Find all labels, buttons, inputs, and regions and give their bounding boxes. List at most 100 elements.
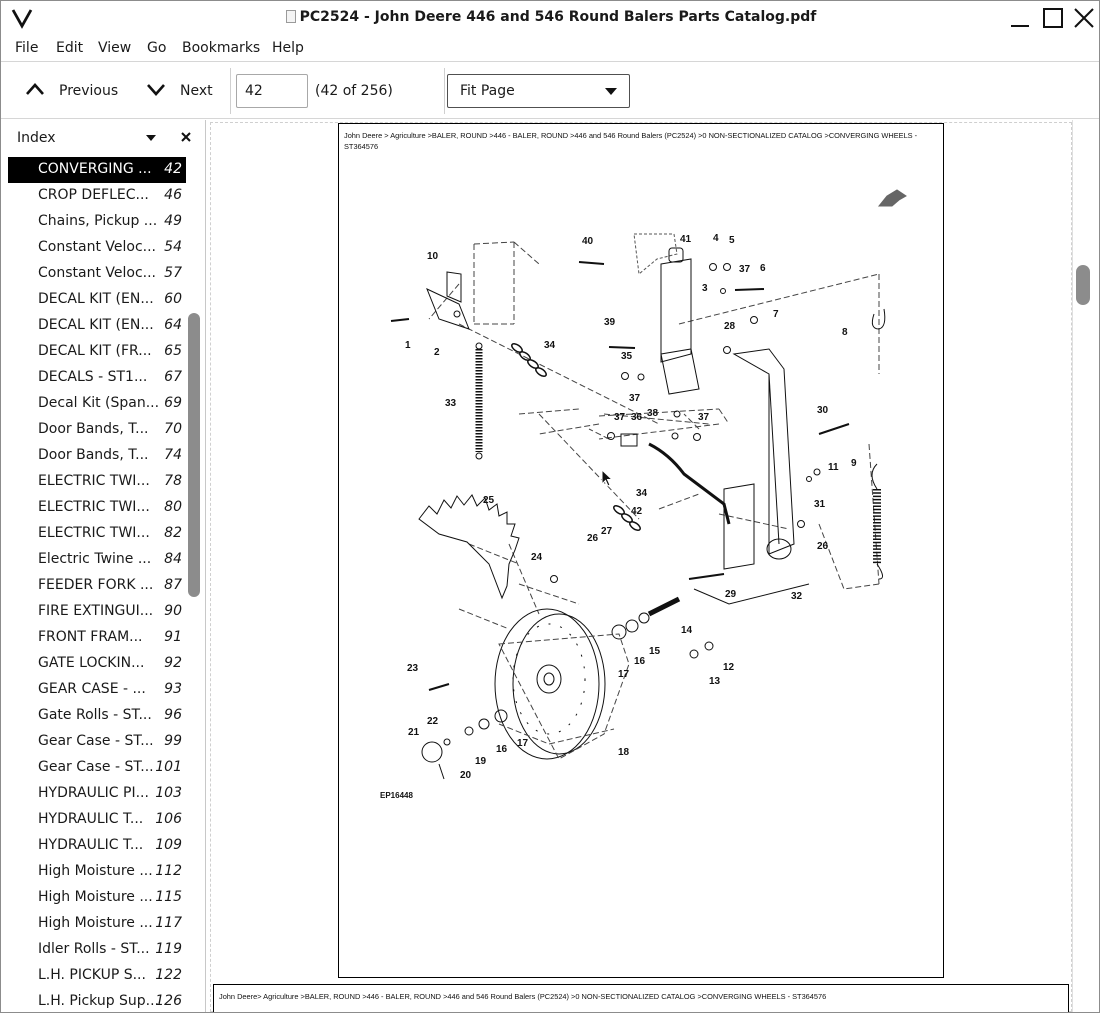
document-scrollbar-track[interactable]: [1072, 120, 1099, 1012]
index-item[interactable]: Gear Case - ST...101: [8, 755, 186, 781]
index-item-label: ELECTRIC TWI...: [38, 525, 150, 541]
svg-text:5: 5: [729, 235, 735, 246]
next-button[interactable]: Next: [146, 81, 218, 103]
index-item[interactable]: CONVERGING ...42: [8, 157, 186, 183]
svg-text:34: 34: [544, 340, 556, 351]
index-item[interactable]: High Moisture ...117: [8, 911, 186, 937]
index-item[interactable]: High Moisture ...112: [8, 859, 186, 885]
index-item[interactable]: Decal Kit (Span...69: [8, 391, 186, 417]
index-item-page: 101: [155, 759, 182, 775]
index-item-page: 69: [164, 395, 182, 411]
menu-file[interactable]: File: [15, 40, 39, 56]
svg-text:37: 37: [739, 264, 751, 275]
svg-text:18: 18: [618, 747, 630, 758]
index-item[interactable]: Door Bands, T...70: [8, 417, 186, 443]
index-item-label: HYDRAULIC T...: [38, 837, 144, 853]
svg-text:17: 17: [618, 669, 630, 680]
index-item[interactable]: Electric Twine ...84: [8, 547, 186, 573]
index-item-page: 67: [164, 369, 182, 385]
index-item-label: DECAL KIT (EN...: [38, 291, 154, 307]
index-item[interactable]: DECAL KIT (FR... 65: [8, 339, 186, 365]
document-scrollbar-thumb[interactable]: [1076, 265, 1090, 305]
menu-edit[interactable]: Edit: [56, 40, 84, 56]
index-item-label: DECAL KIT (FR...: [38, 343, 152, 359]
index-item[interactable]: Gate Rolls - ST...96: [8, 703, 186, 729]
index-item[interactable]: ELECTRIC TWI... 82: [8, 521, 186, 547]
svg-text:41: 41: [680, 234, 692, 245]
index-item-page: 91: [164, 629, 182, 645]
minimize-button[interactable]: [1008, 6, 1032, 30]
index-item[interactable]: DECAL KIT (EN...60: [8, 287, 186, 313]
index-item[interactable]: DECAL KIT (EN...64: [8, 313, 186, 339]
svg-text:38: 38: [647, 408, 659, 419]
index-item-page: 112: [155, 863, 182, 879]
index-item[interactable]: HYDRAULIC T...109: [8, 833, 186, 859]
document-view[interactable]: John Deere > Agriculture >BALER, ROUND >…: [206, 120, 1099, 1012]
caret-down-icon: [605, 88, 617, 95]
menu-go[interactable]: Go: [147, 40, 167, 56]
svg-text:35: 35: [621, 351, 633, 362]
index-item-label: FEEDER FORK ...: [38, 577, 154, 593]
index-item-label: Constant Veloc...: [38, 265, 156, 281]
index-item-label: HYDRAULIC T...: [38, 811, 144, 827]
menu-view[interactable]: View: [98, 40, 132, 56]
index-item[interactable]: L.H. Pickup Sup...126: [8, 989, 186, 1012]
svg-text:27: 27: [601, 526, 613, 537]
index-item[interactable]: HYDRAULIC T...106: [8, 807, 186, 833]
index-item[interactable]: Constant Veloc... 57: [8, 261, 186, 287]
index-item-page: 65: [164, 343, 182, 359]
index-item-page: 46: [164, 187, 182, 203]
index-item-page: 82: [164, 525, 182, 541]
window-title-text: PC2524 - John Deere 446 and 546 Round Ba…: [299, 9, 817, 25]
menu-bookmarks[interactable]: Bookmarks: [182, 40, 261, 56]
index-item[interactable]: GEAR CASE - ...93: [8, 677, 186, 703]
index-item[interactable]: High Moisture ...115: [8, 885, 186, 911]
index-item[interactable]: CROP DEFLEC...46: [8, 183, 186, 209]
index-item[interactable]: Door Bands, T...74: [8, 443, 186, 469]
index-item[interactable]: ELECTRIC TWI...78: [8, 469, 186, 495]
index-item-label: DECALS - ST1...: [38, 369, 148, 385]
menu-bar: File Edit View Go Bookmarks Help: [1, 37, 1099, 61]
close-icon[interactable]: [181, 132, 191, 142]
index-item[interactable]: ELECTRIC TWI...80: [8, 495, 186, 521]
svg-text:36: 36: [631, 412, 643, 423]
menu-help[interactable]: Help: [272, 40, 304, 56]
svg-text:3: 3: [702, 283, 708, 294]
index-item[interactable]: FEEDER FORK ...87: [8, 573, 186, 599]
sidebar-scrollbar-thumb[interactable]: [188, 313, 200, 597]
maximize-button[interactable]: [1041, 6, 1065, 30]
index-item-page: 115: [155, 889, 182, 905]
previous-button[interactable]: Previous: [25, 81, 125, 103]
index-item[interactable]: DECALS - ST1... 67: [8, 365, 186, 391]
index-item[interactable]: HYDRAULIC PI...103: [8, 781, 186, 807]
caret-down-icon[interactable]: [146, 135, 156, 141]
svg-text:30: 30: [817, 405, 829, 416]
index-item[interactable]: Constant Veloc...54: [8, 235, 186, 261]
index-item[interactable]: GATE LOCKIN...92: [8, 651, 186, 677]
svg-text:16: 16: [634, 656, 646, 667]
sidebar-divider[interactable]: [205, 120, 206, 1012]
title-bar: PC2524 - John Deere 446 and 546 Round Ba…: [1, 1, 1099, 35]
close-window-button[interactable]: [1072, 6, 1096, 30]
page-number-input[interactable]: [236, 74, 308, 108]
index-item[interactable]: FIRE EXTINGUI...90: [8, 599, 186, 625]
next-page-breadcrumb: John Deere> Agriculture >BALER, ROUND >4…: [219, 992, 827, 1001]
index-item-page: 57: [164, 265, 182, 281]
svg-text:29: 29: [725, 589, 737, 600]
index-item[interactable]: L.H. PICKUP S...122: [8, 963, 186, 989]
toolbar-separator: [230, 68, 231, 114]
index-item[interactable]: FRONT FRAM...91: [8, 625, 186, 651]
index-item-label: CONVERGING ...: [38, 161, 152, 177]
index-item[interactable]: Idler Rolls - ST...119: [8, 937, 186, 963]
index-item[interactable]: Gear Case - ST...99: [8, 729, 186, 755]
zoom-select[interactable]: Fit Page: [447, 74, 630, 108]
index-item[interactable]: Chains, Pickup ...49: [8, 209, 186, 235]
index-item-label: High Moisture ...: [38, 915, 153, 931]
index-item-label: High Moisture ...: [38, 863, 153, 879]
index-item-page: 74: [164, 447, 182, 463]
svg-text:32: 32: [791, 591, 803, 602]
svg-text:21: 21: [408, 727, 420, 738]
svg-text:9: 9: [851, 458, 857, 469]
chevron-up-icon: [26, 83, 44, 95]
